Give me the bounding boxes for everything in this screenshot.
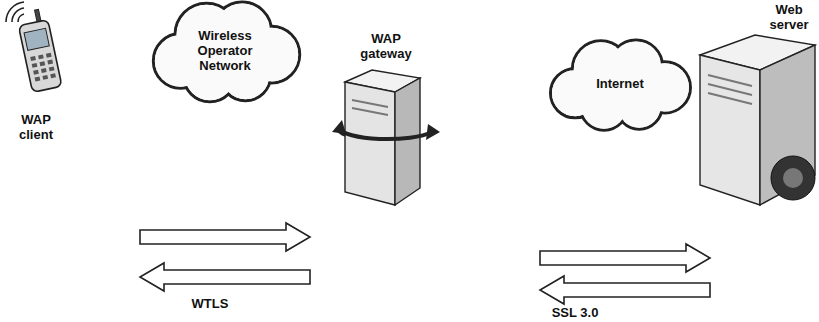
- server-disk: [771, 156, 815, 200]
- phone-key: [35, 77, 41, 82]
- phone-key: [38, 54, 44, 59]
- gateway-icon: [332, 70, 440, 205]
- network-cloud: Internet: [540, 38, 700, 133]
- tower-front: [345, 82, 395, 205]
- tower-side: [760, 45, 815, 205]
- phone-keypad: [30, 53, 56, 82]
- phone-screen: [24, 28, 49, 50]
- phone-key: [50, 73, 56, 78]
- protocol-arrow: [140, 263, 310, 291]
- signal-wave: [18, 14, 24, 22]
- phone-key: [47, 60, 53, 65]
- tower-front: [700, 55, 760, 205]
- drive-slot: [708, 75, 752, 86]
- phone-key: [41, 68, 47, 73]
- phone-key: [30, 56, 36, 61]
- server-disk-hub: [783, 168, 803, 188]
- network-cloud: Wireless Operator Network: [145, 0, 307, 105]
- phone-key: [42, 75, 48, 80]
- phone-body: [18, 20, 61, 93]
- node-label: WAP client: [10, 112, 62, 142]
- protocol-arrow: [540, 276, 710, 304]
- node-label: Wireless Operator Network: [185, 28, 265, 73]
- drive-slot: [708, 93, 752, 104]
- protocol-label: SSL 3.0: [535, 305, 615, 320]
- protocol-arrow: [140, 223, 310, 251]
- arrow-head: [332, 120, 346, 134]
- tower-side: [395, 78, 420, 205]
- server-icon: [700, 35, 815, 205]
- device-node: WAP client: [0, 0, 140, 210]
- signal-wave: [6, 2, 24, 22]
- node-label: Web server: [760, 2, 818, 32]
- protocol-label: WTLS: [180, 296, 240, 311]
- node-label: WAP gateway: [355, 31, 417, 61]
- drive-slot: [708, 84, 752, 95]
- device-node: Web server: [710, 0, 819, 210]
- rotation-arrow: [338, 128, 432, 139]
- phone-key: [33, 70, 39, 75]
- phone-key: [46, 53, 52, 58]
- phone-key: [49, 66, 55, 71]
- phone-key: [32, 63, 38, 68]
- device-node: WAP gateway: [310, 25, 540, 210]
- drive-slot: [352, 108, 388, 115]
- node-label: Internet: [560, 76, 680, 91]
- arrow-head: [426, 124, 440, 140]
- signal-wave: [12, 8, 24, 22]
- phone-icon: [6, 2, 62, 92]
- phone-key: [39, 61, 45, 66]
- protocol-arrow: [540, 244, 710, 272]
- drive-slot: [352, 100, 388, 107]
